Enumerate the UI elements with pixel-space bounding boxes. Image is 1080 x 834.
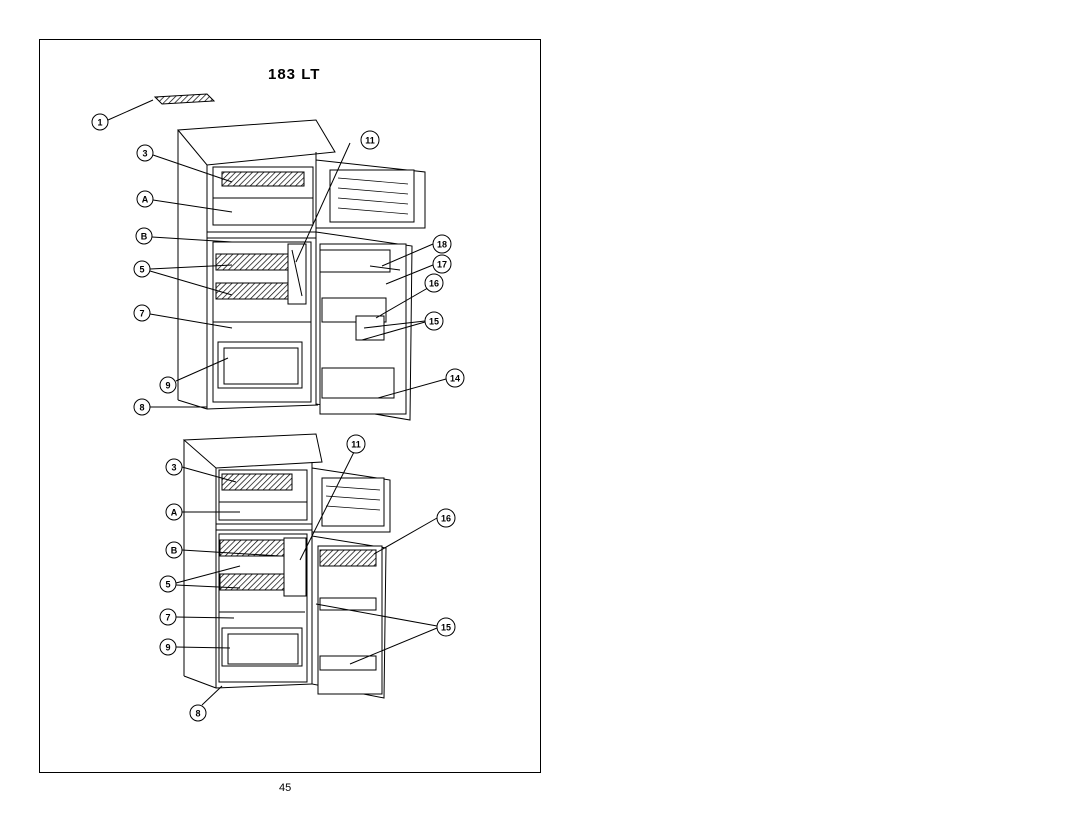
fridge-top-illustration: [176, 119, 426, 421]
callout-18: 18: [432, 234, 452, 254]
callout-14: 14: [445, 368, 465, 388]
callout-7-lower: 7: [159, 608, 177, 626]
callout-7: 7: [133, 304, 151, 322]
svg-text:16: 16: [441, 514, 451, 524]
svg-text:3: 3: [171, 463, 176, 473]
svg-text:3: 3: [142, 149, 147, 159]
svg-text:B: B: [171, 546, 178, 556]
svg-text:5: 5: [139, 265, 144, 275]
callout-11: 11: [360, 130, 380, 150]
callout-B: B: [135, 227, 153, 245]
callout-16: 16: [424, 273, 444, 293]
callout-5-lower: 5: [159, 575, 177, 593]
svg-text:B: B: [141, 232, 148, 242]
callout-8: 8: [133, 398, 151, 416]
svg-text:15: 15: [429, 317, 439, 327]
callout-B-lower: B: [165, 541, 183, 559]
svg-text:1: 1: [97, 118, 102, 128]
svg-text:11: 11: [365, 136, 375, 146]
svg-text:9: 9: [165, 643, 170, 653]
svg-text:14: 14: [450, 374, 460, 384]
svg-text:7: 7: [165, 613, 170, 623]
svg-text:18: 18: [437, 240, 447, 250]
svg-text:5: 5: [165, 580, 170, 590]
callout-3-lower: 3: [165, 458, 183, 476]
callout-A: A: [136, 190, 154, 208]
svg-text:15: 15: [441, 623, 451, 633]
callout-8-lower: 8: [189, 704, 207, 722]
fridge-bottom-illustration: [182, 433, 391, 699]
callout-9-lower: 9: [159, 638, 177, 656]
leader-lines-bottom: [175, 451, 438, 706]
svg-text:7: 7: [139, 309, 144, 319]
page-frame: [39, 39, 541, 773]
svg-text:11: 11: [351, 440, 361, 450]
svg-text:8: 8: [139, 403, 144, 413]
callout-17: 17: [432, 254, 452, 274]
ice-tray: [153, 93, 216, 105]
svg-text:16: 16: [429, 279, 439, 289]
svg-text:17: 17: [437, 260, 447, 270]
callout-9: 9: [159, 376, 177, 394]
leader-lines-top: [107, 99, 447, 408]
callout-16-lower: 16: [436, 508, 456, 528]
callout-15-lower: 15: [436, 617, 456, 637]
callout-A-lower: A: [165, 503, 183, 521]
callout-1: 1: [91, 113, 109, 131]
svg-text:8: 8: [195, 709, 200, 719]
svg-text:A: A: [142, 195, 149, 205]
callout-3: 3: [136, 144, 154, 162]
page-number: 45: [279, 782, 292, 794]
callout-15: 15: [424, 311, 444, 331]
svg-text:9: 9: [165, 381, 170, 391]
page-title: 183 LT: [268, 66, 321, 83]
svg-text:A: A: [171, 508, 178, 518]
callout-11-lower: 11: [346, 434, 366, 454]
callout-5: 5: [133, 260, 151, 278]
